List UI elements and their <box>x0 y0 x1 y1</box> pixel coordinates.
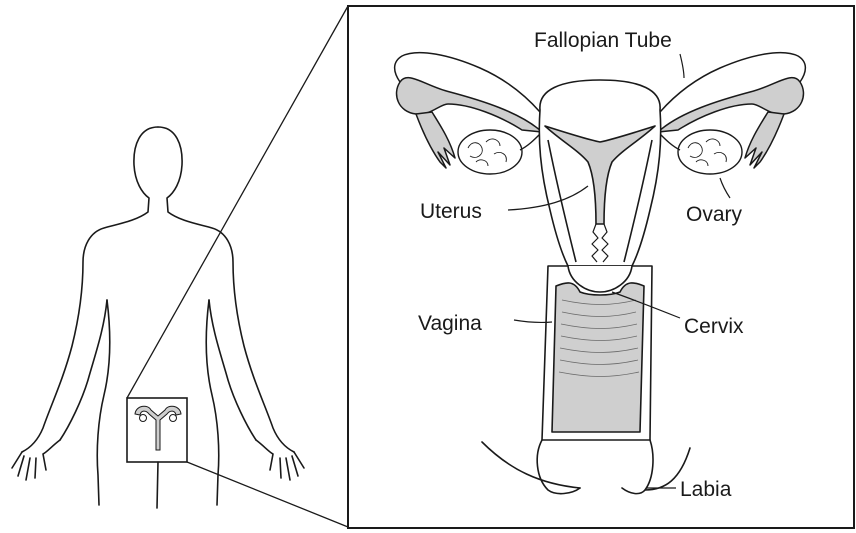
label-fallopian-tube: Fallopian Tube <box>534 29 672 52</box>
uterus-body <box>539 80 660 266</box>
body-silhouette <box>12 127 304 508</box>
label-uterus: Uterus <box>420 200 482 223</box>
label-cervix: Cervix <box>684 315 744 338</box>
label-labia: Labia <box>680 478 732 501</box>
label-vagina: Vagina <box>418 312 482 335</box>
label-ovary: Ovary <box>686 203 743 226</box>
mini-uterus <box>135 406 181 450</box>
vagina <box>542 266 652 440</box>
